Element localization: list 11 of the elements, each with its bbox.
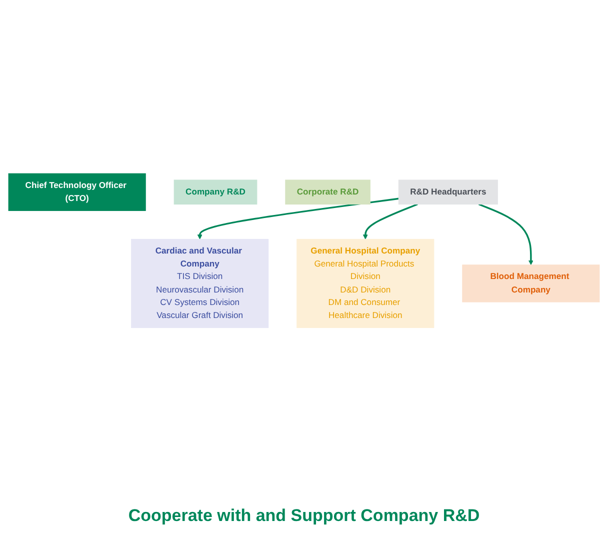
node-box: Company R&D (174, 180, 258, 205)
node-box: Corporate R&D (285, 180, 370, 205)
arrow (197, 198, 399, 240)
arrow (478, 204, 534, 266)
node-box: Chief Technology Officer (CTO) (8, 174, 146, 212)
arrow (362, 204, 418, 240)
caption-text: Cooperate with and Support Company R&D (128, 506, 480, 526)
node-box: General Hospital Company General Hospital Products Division D&D Division DM and Consumer Healthcare Division (296, 239, 434, 328)
node-box: R&D Headquarters (398, 180, 498, 205)
node-box: Cardiac and Vascular Company TIS Division Neurovascular Division CV Systems Division Vascular Graft Division (131, 239, 269, 328)
node-box: Blood Management Company (462, 264, 600, 303)
